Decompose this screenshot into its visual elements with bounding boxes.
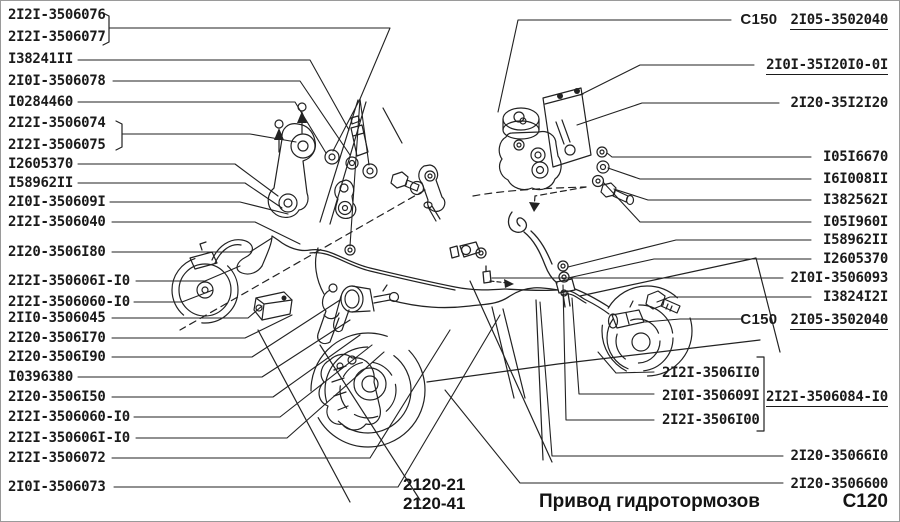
- part-label: I05I960I: [822, 214, 888, 230]
- part-label: I6I008II: [822, 171, 888, 187]
- part-label: I2605370: [822, 251, 888, 267]
- page-ref-c150: C150: [740, 311, 778, 328]
- part-label: 2I0I-3506093: [790, 270, 888, 286]
- fasteners-drawing: [591, 146, 635, 206]
- part-label: 2I20-3506I90: [8, 349, 106, 365]
- arrowhead: [529, 202, 540, 212]
- master-cylinder-drawing: [317, 283, 400, 345]
- leader-lines-left: [77, 27, 501, 488]
- label-brackets: [102, 12, 765, 432]
- part-label: I0396380: [8, 369, 74, 385]
- underbody-lines: [257, 99, 781, 503]
- part-label: 2I20-3506I50: [8, 389, 106, 405]
- part-label: I38241II: [8, 51, 74, 67]
- part-label: 2I2I-3506II0: [662, 365, 760, 381]
- part-label: 2I0I-350609I: [662, 388, 760, 404]
- part-label-row: C150 2I05-3502040: [740, 11, 888, 30]
- part-label: I58962II: [8, 175, 74, 191]
- pressure-regulator-drawing: [498, 87, 592, 191]
- part-label: I2605370: [8, 156, 74, 172]
- part-label: 2I2I-3506060-I0: [8, 409, 130, 425]
- part-label: 2I2I-350606I-I0: [8, 273, 130, 289]
- part-label: I0284460: [8, 94, 74, 110]
- part-label: 2I20-3506I80: [8, 244, 106, 260]
- part-label: 2I05-3502040: [790, 312, 888, 330]
- diagram-title: Привод гидротормозов: [539, 491, 760, 512]
- part-label: 2I0I-35I20I0-0I: [766, 57, 888, 75]
- part-label: 2II0-3506045: [8, 310, 106, 326]
- part-label: 2I20-3506I70: [8, 330, 106, 346]
- part-label: I3824I2I: [822, 289, 888, 305]
- arrowhead: [504, 279, 514, 288]
- model-code: 2120-21: [403, 475, 466, 494]
- assembly-number: 2I2I-3506084-I0: [766, 389, 888, 407]
- pedal-linkage-drawing: [267, 102, 446, 256]
- part-label: 2I0I-350609I: [8, 194, 106, 210]
- part-label: 2I2I-350606I-I0: [8, 430, 130, 446]
- part-label-row: C150 2I05-3502040: [740, 311, 888, 330]
- right-rear-brake-drawing: [561, 285, 693, 377]
- part-label: 2I20-3506600: [790, 476, 888, 492]
- brake-pipes-drawing: [309, 211, 610, 309]
- part-label: 2I2I-3506075: [8, 137, 106, 153]
- part-label: 2I20-35066I0: [790, 448, 888, 464]
- part-label: 2I2I-3506074: [8, 115, 106, 131]
- part-label: I58962II: [822, 232, 888, 248]
- part-label: I382562I: [822, 192, 888, 208]
- part-label: 2I05-3502040: [790, 12, 888, 30]
- part-label: 2I20-35I2I20: [790, 95, 888, 111]
- part-label: 2I2I-3506040: [8, 214, 106, 230]
- part-label: I05I6670: [822, 149, 888, 165]
- leader-lines-right: [444, 19, 812, 484]
- page-ref-c150: C150: [740, 11, 778, 28]
- left-rear-brake-drawing: [171, 235, 311, 324]
- dashed-guides: [179, 186, 587, 331]
- part-label: 2I2I-3506060-I0: [8, 294, 130, 310]
- part-label: 2I0I-3506078: [8, 73, 106, 89]
- front-brake-drawing: [310, 247, 426, 448]
- part-label: 2I0I-3506073: [8, 479, 106, 495]
- page-ref-c120: C120: [842, 491, 888, 512]
- part-label: 2I2I-3506076: [8, 7, 106, 23]
- part-label: 2I2I-3506077: [8, 29, 106, 45]
- part-label: 2I2I-3506072: [8, 450, 106, 466]
- part-label: 2I2I-3506I00: [662, 412, 760, 428]
- model-code: 2120-41: [403, 494, 466, 513]
